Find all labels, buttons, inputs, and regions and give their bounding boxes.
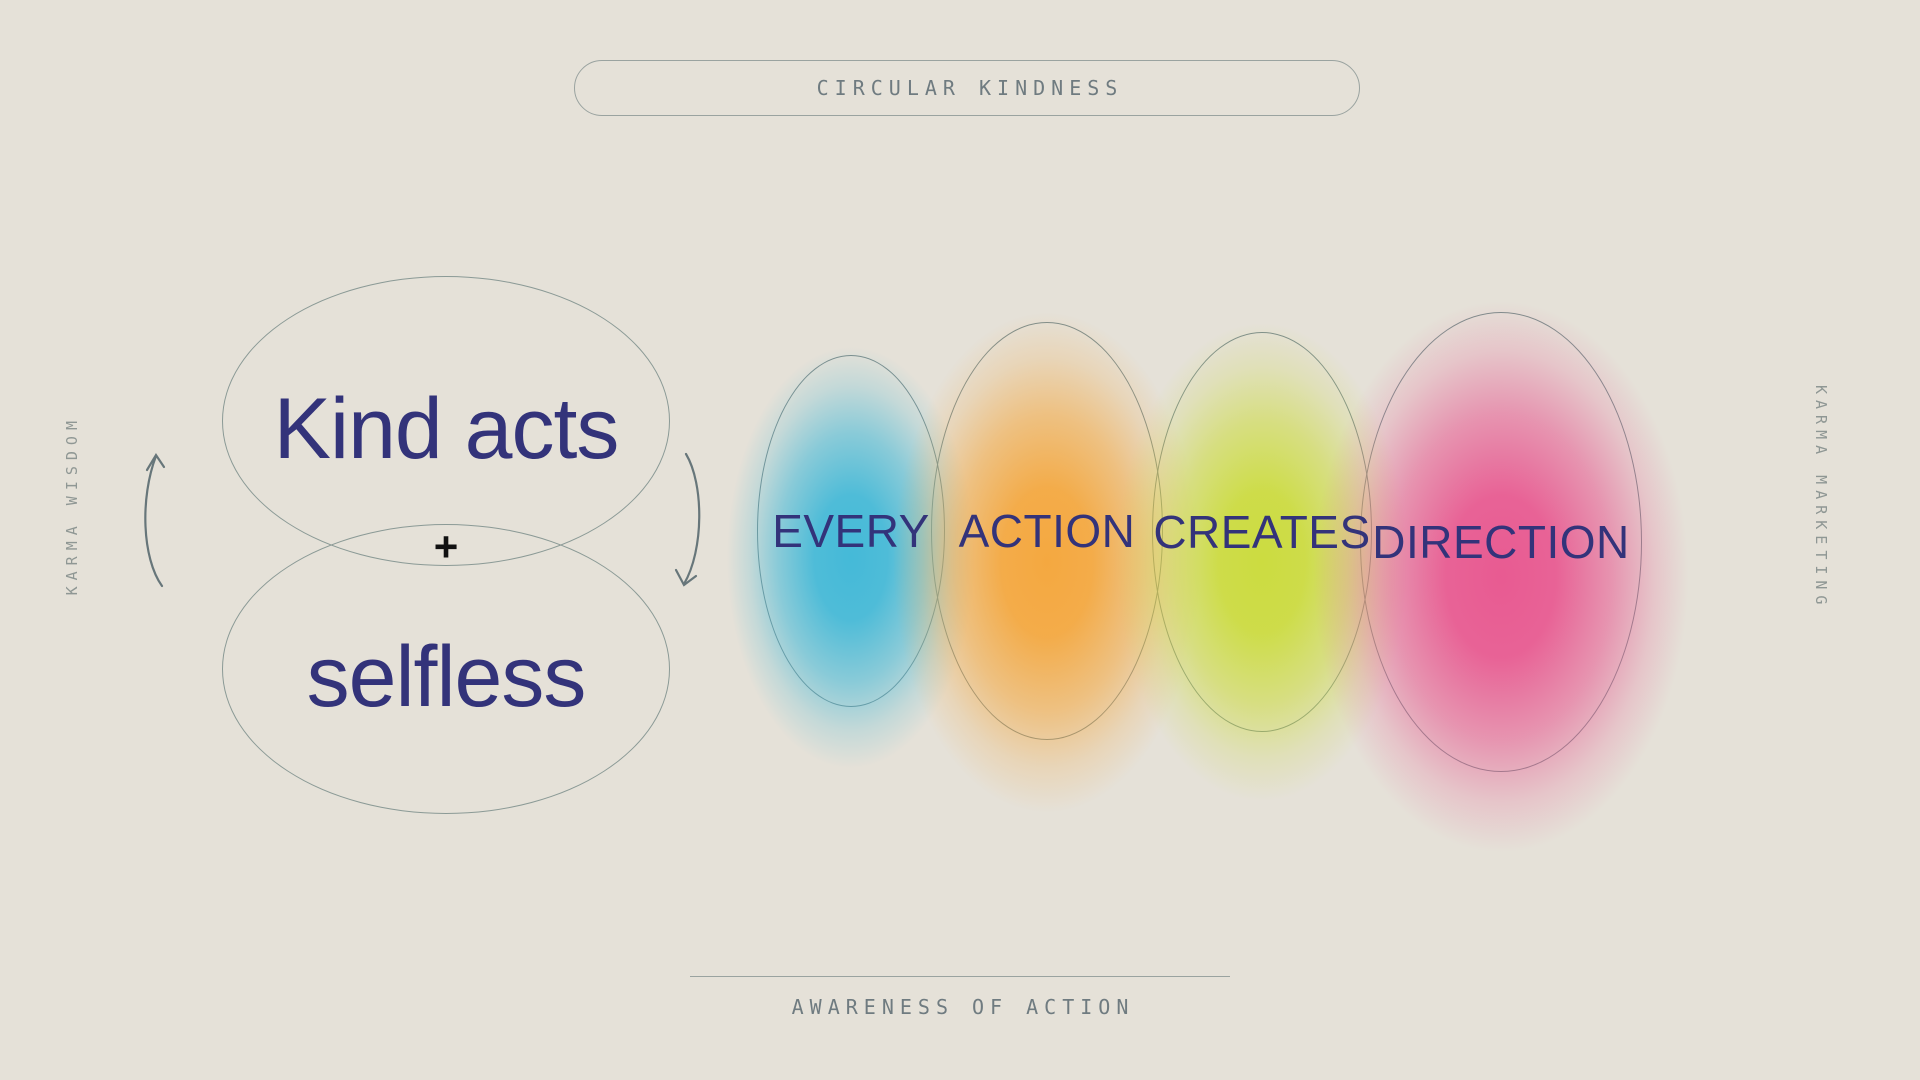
sequence-label-3: CREATES <box>1153 506 1371 558</box>
footer-divider <box>690 976 1230 977</box>
side-label-right: KARMA MARKETING <box>1812 385 1830 611</box>
sequence-ellipse-3: CREATES <box>1096 229 1428 835</box>
venn-ellipse-bottom <box>222 524 670 814</box>
sequence-ellipse-1: EVERY <box>709 265 993 797</box>
sequence-label-1: EVERY <box>772 505 930 557</box>
side-label-left: KARMA WISDOM <box>63 415 81 596</box>
equation-top-word: Kind acts <box>273 381 620 477</box>
cycle-arrow-down-icon <box>674 452 701 587</box>
header-title: CIRCULAR KINDNESS <box>816 76 1124 100</box>
cycle-arrow-up-icon <box>144 452 166 588</box>
header-pill: CIRCULAR KINDNESS <box>574 60 1360 116</box>
sequence-label-2: ACTION <box>958 505 1136 557</box>
sequence-ellipse-4: DIRECTION <box>1288 193 1714 891</box>
sequence-label-4: DIRECTION <box>1372 516 1630 568</box>
equation-bottom-word: selfless <box>306 629 587 725</box>
footer-title: AWARENESS OF ACTION <box>791 995 1135 1019</box>
sequence-ellipse-2: ACTION <box>872 214 1222 848</box>
plus-icon: + <box>433 523 459 570</box>
